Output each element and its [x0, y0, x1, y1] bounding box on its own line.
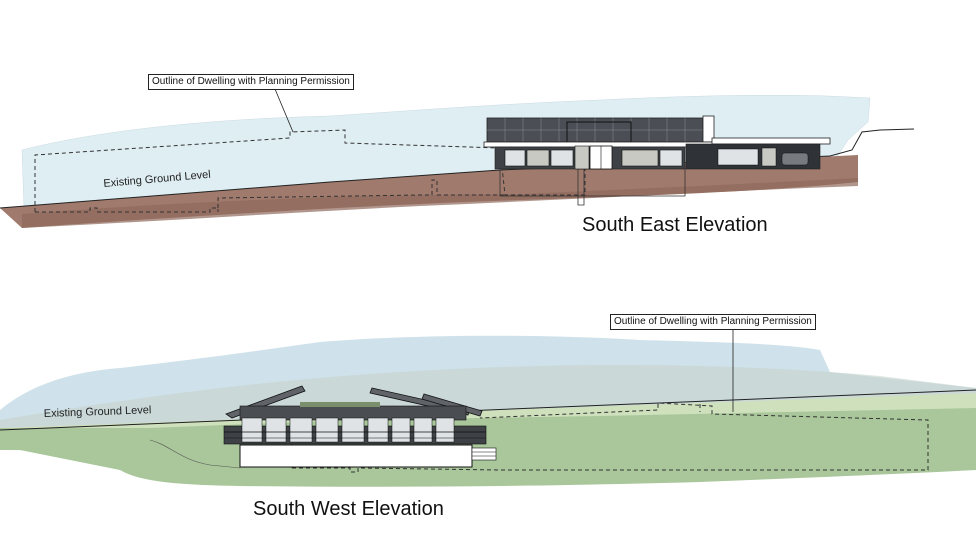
se-window-3: [659, 149, 683, 167]
se-carport-roof: [711, 137, 831, 145]
se-planning-outline-callout: Outline of Dwelling with Planning Permis…: [148, 74, 354, 90]
se-callout-leader: [274, 88, 294, 133]
sw-contour-line: [149, 439, 241, 469]
se-stone-panel-1: [526, 149, 550, 167]
se-ground-line: [0, 128, 915, 209]
se-carport-stone: [761, 147, 777, 167]
sw-step: [471, 447, 497, 461]
sw-ground-line: [0, 389, 976, 431]
sw-green-roof: [300, 402, 380, 407]
sw-dwelling: [223, 385, 497, 468]
south-west-elevation: [0, 330, 976, 487]
sw-elevation-title: South West Elevation: [253, 498, 444, 520]
se-elevation-title: South East Elevation: [582, 214, 768, 236]
se-car: [781, 152, 809, 166]
se-dwelling: [483, 115, 831, 170]
se-earth-band-lower: [22, 178, 858, 228]
se-pile: [577, 168, 585, 206]
se-stone-column: [574, 145, 590, 170]
sw-roof-right-2: [421, 393, 483, 417]
sw-foundation: [239, 444, 473, 468]
se-foundation: [499, 168, 686, 197]
south-east-elevation: [0, 88, 915, 228]
se-window-1: [504, 149, 526, 167]
se-carport-panel: [717, 148, 759, 166]
se-planning-outline: [34, 129, 586, 213]
sw-planning-outline-callout: Outline of Dwelling with Planning Permis…: [610, 314, 816, 330]
se-stone-panel-2: [621, 149, 659, 167]
se-window-2: [550, 149, 574, 167]
sw-glazing: [241, 417, 455, 443]
